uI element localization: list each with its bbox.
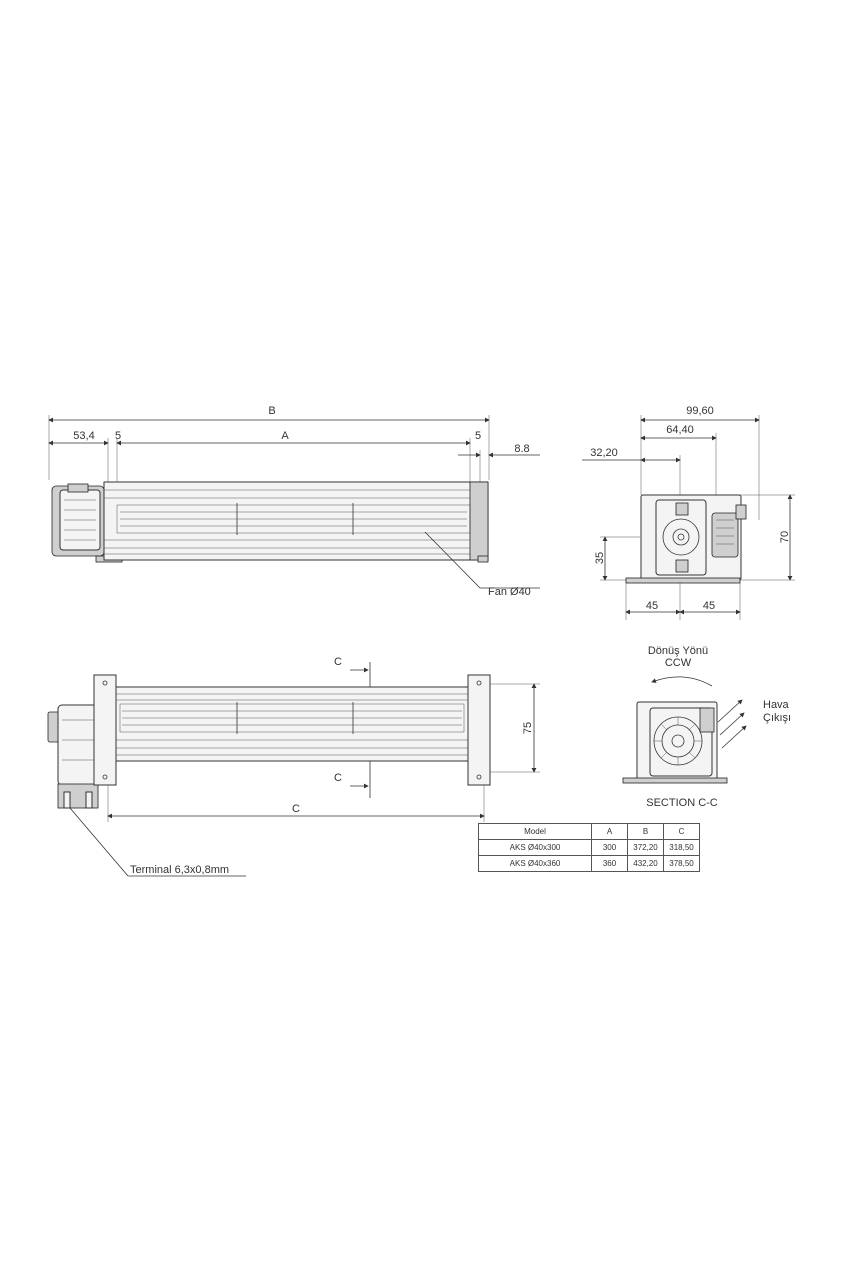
dim-75-label: 75 — [522, 722, 534, 734]
section-mark-bottom: C — [334, 772, 342, 784]
table-row: AKS Ø40x360 360 432,20 378,50 — [478, 855, 700, 872]
cell-model: AKS Ø40x300 — [478, 839, 592, 856]
fan-label: Fan Ø40 — [488, 586, 531, 598]
table-header-row: Model A B C — [478, 823, 700, 840]
cell-model: AKS Ø40x360 — [478, 855, 592, 872]
cell-b: 372,20 — [627, 839, 664, 856]
cell-a: 360 — [591, 855, 628, 872]
dim-35-label: 35 — [594, 552, 606, 564]
section-mark-top: C — [334, 656, 342, 668]
top-view: C C 75 — [47, 656, 540, 877]
dim-8-8-label: 8.8 — [514, 443, 529, 455]
header-b: B — [627, 823, 664, 840]
section-view: Dönüş Yönü CCW Hava Çıkışı SECTION C-C — [622, 645, 791, 809]
dim-99-60-label: 99,60 — [686, 405, 714, 417]
cell-b: 432,20 — [627, 855, 664, 872]
front-view: B 53,4 5 A 5 8.8 — [48, 405, 540, 598]
dim-45-left-label: 45 — [646, 600, 658, 612]
header-model: Model — [478, 823, 592, 840]
dim-c-label: C — [292, 803, 300, 815]
air-outlet-label-2: Çıkışı — [763, 712, 791, 724]
rotation-label: Dönüş Yönü — [648, 645, 708, 657]
dim-32-20-label: 32,20 — [590, 447, 618, 459]
dim-70-label: 70 — [779, 531, 791, 543]
dim-5-left-label: 5 — [115, 430, 121, 442]
section-title: SECTION C-C — [646, 797, 718, 809]
cell-c: 318,50 — [663, 839, 700, 856]
terminal-label: Terminal 6,3x0,8mm — [130, 864, 229, 876]
header-c: C — [663, 823, 700, 840]
cell-a: 300 — [591, 839, 628, 856]
dim-64-40-label: 64,40 — [666, 424, 694, 436]
spec-table: Model A B C AKS Ø40x300 300 372,20 318,5… — [478, 823, 700, 872]
dim-a-label: A — [281, 430, 289, 442]
air-outlet-label-1: Hava — [763, 699, 790, 711]
header-a: A — [591, 823, 628, 840]
side-view: 99,60 64,40 32,20 70 35 — [582, 405, 795, 620]
rotation-direction: CCW — [665, 657, 692, 669]
dim-45-right-label: 45 — [703, 600, 715, 612]
dim-53-4-label: 53,4 — [73, 430, 94, 442]
dim-b-label: B — [268, 405, 275, 417]
dim-5-right-label: 5 — [475, 430, 481, 442]
table-row: AKS Ø40x300 300 372,20 318,50 — [478, 839, 700, 856]
cell-c: 378,50 — [663, 855, 700, 872]
